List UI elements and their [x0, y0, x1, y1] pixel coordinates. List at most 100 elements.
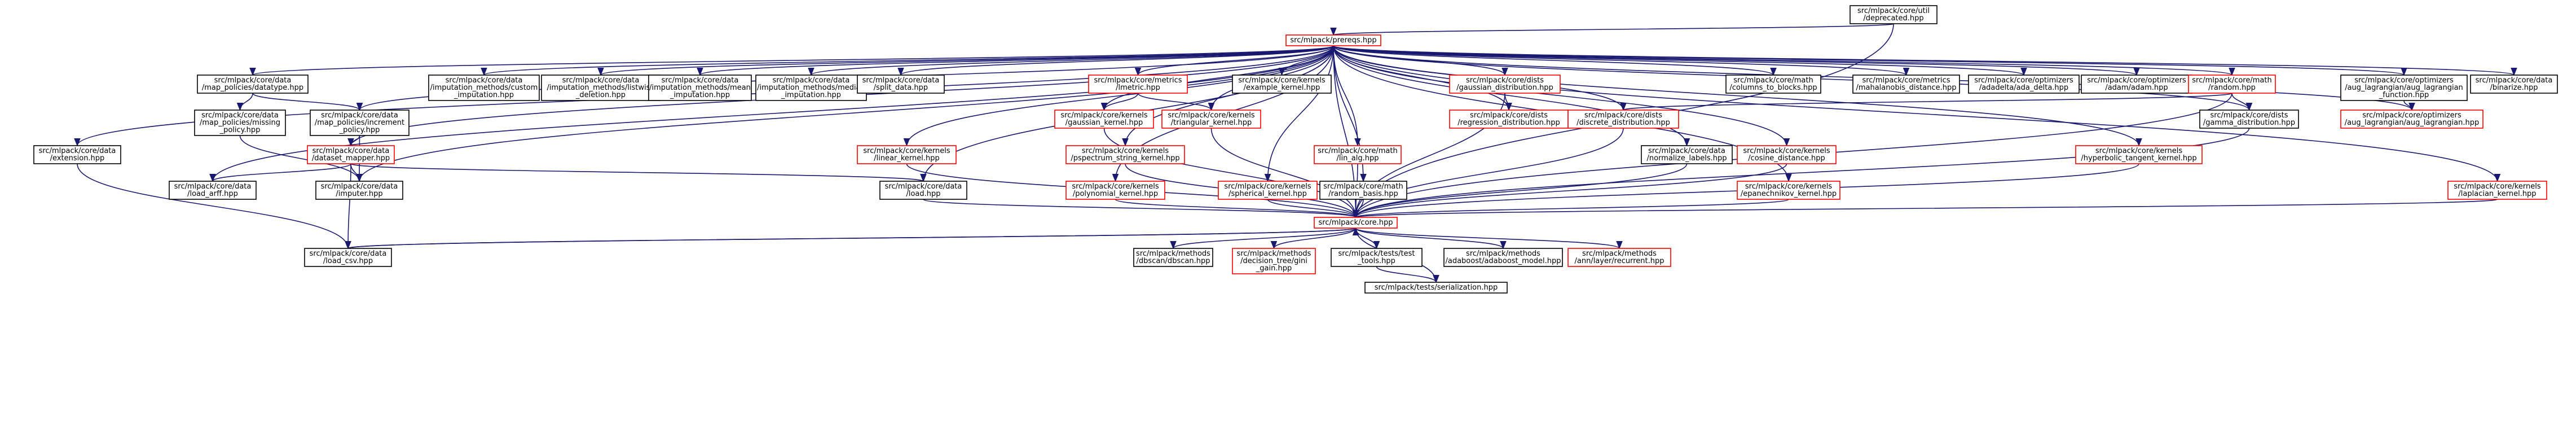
edge-prereqs-to-mahalanobis	[1333, 45, 1909, 76]
edge-core-to-recurrent	[1355, 228, 1623, 250]
node-label-line: /extension.hpp	[50, 154, 105, 163]
node-label-line: src/mlpack/core/data	[862, 76, 940, 85]
node-label-line: /random_basis.hpp	[1328, 190, 1398, 198]
node-label-line: /adaboost/adaboost_model.hpp	[1445, 257, 1561, 265]
node-adam[interactable]: src/mlpack/core/optimizers/adam/adam.hpp	[2081, 75, 2192, 94]
node-box	[648, 75, 752, 101]
node-triangular-kernel[interactable]: src/mlpack/core/kernels/triangular_kerne…	[1161, 110, 1261, 129]
node-mahalanobis[interactable]: src/mlpack/core/metrics/mahalanobis_dist…	[1852, 75, 1960, 94]
node-imputer[interactable]: src/mlpack/core/data/imputer.hpp	[315, 181, 403, 200]
node-gaussian-kernel[interactable]: src/mlpack/core/kernels/gaussian_kernel.…	[1054, 110, 1154, 129]
node-label-line: src/mlpack/core/metrics	[1862, 76, 1950, 85]
node-split-data[interactable]: src/mlpack/core/data/split_data.hpp	[857, 75, 945, 94]
node-label-line: /map_policies/datatype.hpp	[202, 84, 303, 92]
node-test-tools[interactable]: src/mlpack/tests/test_tools.hpp	[1331, 248, 1423, 267]
node-label-line: /imputation_methods/median	[757, 84, 865, 92]
node-label-line: /load_arff.hpp	[187, 190, 238, 198]
node-load-arff[interactable]: src/mlpack/core/data/load_arff.hpp	[169, 181, 257, 200]
node-gini-gain[interactable]: src/mlpack/methods/decision_tree/gini_ga…	[1232, 248, 1316, 274]
node-mean-imp[interactable]: src/mlpack/core/data/imputation_methods/…	[648, 75, 752, 101]
node-random[interactable]: src/mlpack/core/math/random.hpp	[2188, 75, 2276, 94]
node-columns-to-blocks[interactable]: src/mlpack/core/math/columns_to_blocks.h…	[1725, 75, 1821, 94]
node-lin-alg[interactable]: src/mlpack/core/math/lin_alg.hpp	[1314, 145, 1402, 164]
node-dbscan[interactable]: src/mlpack/methods/dbscan/dbscan.hpp	[1133, 248, 1213, 267]
node-label-line: src/mlpack/core/math	[1323, 182, 1403, 191]
node-box	[1232, 75, 1332, 94]
node-regression-dist[interactable]: src/mlpack/core/dists/regression_distrib…	[1449, 110, 1569, 129]
edge-datatype-to-increment-policy	[252, 93, 363, 111]
node-laplacian[interactable]: src/mlpack/core/kernels/laplacian_kernel…	[2447, 181, 2547, 200]
node-gaussian-dist[interactable]: src/mlpack/core/dists/gaussian_distribut…	[1449, 75, 1561, 94]
node-label-line: /imputation_methods/listwise	[547, 84, 654, 92]
node-box	[2447, 181, 2547, 200]
node-box	[857, 145, 957, 164]
node-box	[1737, 181, 1840, 200]
node-box	[1314, 145, 1402, 164]
edge-prereqs-to-hyperbolic	[1333, 45, 2142, 147]
node-box	[1850, 5, 1937, 24]
node-box	[1088, 75, 1188, 94]
node-box	[755, 75, 867, 101]
node-polynomial[interactable]: src/mlpack/core/kernels/polynomial_kerne…	[1065, 181, 1165, 200]
node-label-line: src/mlpack/core/optimizers	[2354, 76, 2454, 85]
node-load-csv[interactable]: src/mlpack/core/data/load_csv.hpp	[304, 248, 392, 267]
node-label-line: _imputation.hpp	[670, 91, 730, 99]
node-ada-delta[interactable]: src/mlpack/core/optimizers/adadelta/ada_…	[1968, 75, 2080, 94]
node-label-line: src/mlpack/core/kernels	[1743, 147, 1830, 155]
node-core[interactable]: src/mlpack/core.hpp	[1314, 217, 1398, 229]
edge-prereqs-to-lmetric	[1134, 45, 1334, 76]
node-extension[interactable]: src/mlpack/core/data/extension.hpp	[33, 145, 121, 164]
node-label-line: /lin_alg.hpp	[1336, 154, 1379, 163]
node-gamma-dist[interactable]: src/mlpack/core/dists/gamma_distribution…	[2199, 110, 2299, 129]
edge-prereqs-to-datatype	[250, 45, 1334, 76]
node-label-line: src/mlpack/core/dists	[1470, 111, 1548, 120]
node-increment-policy[interactable]: src/mlpack/core/data/map_policies/increm…	[310, 110, 409, 136]
node-label-line: /dbscan/dbscan.hpp	[1137, 257, 1210, 265]
node-binarize[interactable]: src/mlpack/core/data/binarize.hpp	[2470, 75, 2558, 94]
node-random-basis[interactable]: src/mlpack/core/math/random_basis.hpp	[1319, 181, 1407, 200]
node-label-line: src/mlpack/core/dists	[1584, 111, 1662, 120]
node-label-line: /ann/layer/recurrent.hpp	[1574, 257, 1664, 265]
node-serialization[interactable]: src/mlpack/tests/serialization.hpp	[1364, 282, 1508, 294]
node-epanechnikov[interactable]: src/mlpack/core/kernels/epanechnikov_ker…	[1737, 181, 1840, 200]
edge-cosine-distance-to-core	[1352, 163, 1787, 218]
node-listwise[interactable]: src/mlpack/core/data/imputation_methods/…	[541, 75, 660, 101]
edge-prereqs-to-split-data	[897, 45, 1334, 76]
node-label-line: _tools.hpp	[1357, 257, 1395, 265]
node-label-line: /random.hpp	[2208, 84, 2256, 92]
node-box	[304, 248, 392, 267]
node-cosine-distance[interactable]: src/mlpack/core/kernels/cosine_distance.…	[1737, 145, 1837, 164]
node-label-line: /imputer.hpp	[336, 190, 382, 198]
node-aug-lagrangian[interactable]: src/mlpack/core/optimizers/aug_lagrangia…	[2340, 110, 2483, 129]
node-box	[1968, 75, 2080, 94]
node-linear-kernel[interactable]: src/mlpack/core/kernels/linear_kernel.hp…	[857, 145, 957, 164]
node-adaboost-model[interactable]: src/mlpack/methods/adaboost/adaboost_mod…	[1443, 248, 1563, 267]
node-dataset-mapper[interactable]: src/mlpack/core/data/dataset_mapper.hpp	[307, 145, 395, 164]
node-deprecated[interactable]: src/mlpack/core/util/deprecated.hpp	[1850, 5, 1937, 24]
edge-load-to-core	[923, 199, 1359, 218]
node-pspectrum[interactable]: src/mlpack/core/kernels/pspectrum_string…	[1065, 145, 1185, 164]
node-hyperbolic[interactable]: src/mlpack/core/kernels/hyperbolic_tange…	[2075, 145, 2203, 164]
node-example-kernel[interactable]: src/mlpack/core/kernels/example_kernel.h…	[1232, 75, 1332, 94]
node-label-line: /triangular_kernel.hpp	[1171, 119, 1252, 127]
edge-core-to-adaboost-model	[1355, 228, 1507, 250]
node-median-imp[interactable]: src/mlpack/core/data/imputation_methods/…	[755, 75, 867, 101]
node-missing-policy[interactable]: src/mlpack/core/data/map_policies/missin…	[194, 110, 286, 136]
node-load[interactable]: src/mlpack/core/data/load.hpp	[879, 181, 967, 200]
edge-prereqs-to-gaussian-kernel	[1100, 45, 1334, 111]
node-recurrent[interactable]: src/mlpack/methods/ann/layer/recurrent.h…	[1567, 248, 1671, 267]
node-custom-imp[interactable]: src/mlpack/core/data/imputation_methods/…	[428, 75, 540, 101]
edge-prereqs-to-random	[1333, 45, 2235, 76]
node-datatype[interactable]: src/mlpack/core/data/map_policies/dataty…	[197, 75, 309, 94]
node-prereqs[interactable]: src/mlpack/prereqs.hpp	[1285, 34, 1381, 46]
node-label-line: /discrete_distribution.hpp	[1577, 119, 1670, 127]
node-label-line: src/mlpack/core/data	[321, 111, 398, 120]
edge-prereqs-to-columns-to-blocks	[1333, 45, 1777, 76]
node-normalize-labels[interactable]: src/mlpack/core/data/normalize_labels.hp…	[1641, 145, 1733, 164]
node-lmetric[interactable]: src/mlpack/core/metrics/lmetric.hpp	[1088, 75, 1188, 94]
node-label-line: /load_csv.hpp	[323, 257, 373, 265]
node-label-line: /map_policies/missing	[200, 119, 280, 127]
node-discrete-dist[interactable]: src/mlpack/core/dists/discrete_distribut…	[1567, 110, 1679, 129]
node-spherical[interactable]: src/mlpack/core/kernels/spherical_kernel…	[1218, 181, 1318, 200]
node-aug-lagrangian-function[interactable]: src/mlpack/core/optimizers/aug_lagrangia…	[2340, 75, 2468, 101]
